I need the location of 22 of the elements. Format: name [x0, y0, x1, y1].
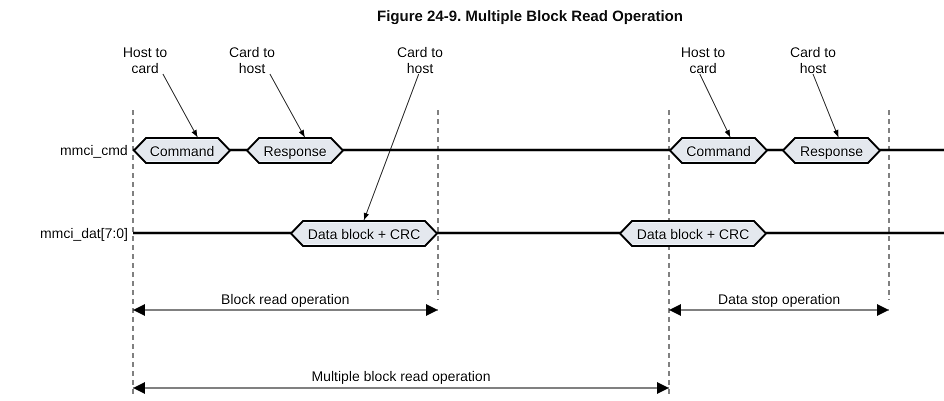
- annotation-text: Host to card: [671, 43, 735, 77]
- leader-arrow: [364, 74, 420, 220]
- leader-arrow: [269, 74, 306, 138]
- signal-name: mmci_dat[7:0]: [40, 225, 128, 241]
- interval-label: Multiple block read operation: [312, 368, 490, 384]
- figure-title: Figure 24-9. Multiple Block Read Operation: [376, 8, 684, 25]
- signal-hexagon: Data block + CRC: [291, 220, 437, 247]
- signal-hexagon: Command: [134, 137, 230, 164]
- signal-hexagon: Data block + CRC: [620, 220, 766, 247]
- annotation-text: Card to host: [220, 43, 284, 77]
- signal-hexagon: Response: [783, 137, 880, 164]
- annotation-text: Card to host: [388, 43, 452, 77]
- leader-arrow: [812, 74, 839, 138]
- leader-arrow: [699, 74, 731, 138]
- annotation-text: Host to card: [113, 43, 177, 77]
- interval-label: Block read operation: [221, 291, 350, 307]
- signal-name: mmci_cmd: [60, 142, 128, 158]
- signal-hexagon: Command: [670, 137, 767, 164]
- leader-arrow: [162, 74, 198, 138]
- annotation-text: Card to host: [781, 43, 845, 77]
- interval-label: Data stop operation: [718, 291, 840, 307]
- signal-hexagon: Response: [247, 137, 343, 164]
